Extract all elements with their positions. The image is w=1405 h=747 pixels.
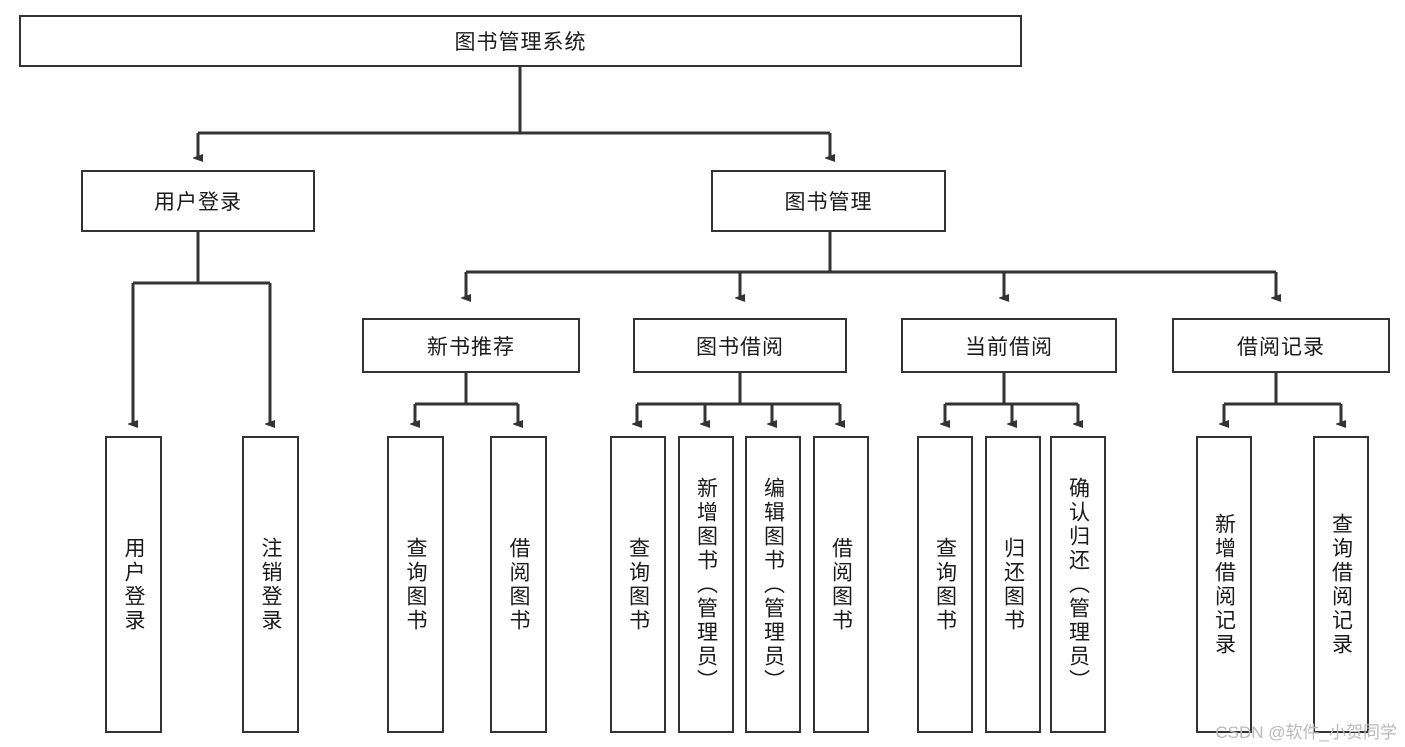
leaf-new-book-query[interactable]: 查询图书 — [387, 436, 444, 733]
leaf-label: 用户登录 — [122, 536, 145, 633]
leaf-label: 查询图书 — [933, 536, 957, 633]
leaf-label: 借阅图书 — [829, 536, 853, 633]
watermark: CSDN @软件_小贺同学 — [1215, 723, 1397, 742]
node-user-login[interactable]: 用户登录 — [81, 170, 315, 232]
leaf-label: 确认归还（管理员） — [1066, 476, 1090, 693]
leaf-record-add[interactable]: 新增借阅记录 — [1196, 436, 1252, 733]
node-new-book-recommend[interactable]: 新书推荐 — [362, 318, 580, 373]
leaf-label: 借阅图书 — [507, 536, 530, 633]
node-current-borrow[interactable]: 当前借阅 — [901, 318, 1117, 373]
leaf-borrow-query-book[interactable]: 查询图书 — [610, 436, 666, 733]
leaf-current-return-book[interactable]: 归还图书 — [985, 436, 1041, 733]
node-root-label: 图书管理系统 — [454, 31, 587, 54]
leaf-label: 查询借阅记录 — [1329, 512, 1353, 657]
leaf-user-login-logout[interactable]: 注销登录 — [242, 436, 299, 733]
leaf-user-login-login[interactable]: 用户登录 — [105, 436, 162, 733]
leaf-borrow-edit-book[interactable]: 编辑图书（管理员） — [745, 436, 801, 733]
node-user-login-label: 用户登录 — [154, 191, 242, 214]
leaf-label: 查询图书 — [626, 536, 650, 633]
node-new-book-recommend-label: 新书推荐 — [427, 335, 515, 359]
node-current-borrow-label: 当前借阅 — [965, 335, 1053, 359]
node-book-management-label: 图书管理 — [784, 191, 873, 214]
node-borrow-record-label: 借阅记录 — [1237, 335, 1325, 359]
leaf-label: 查询图书 — [404, 536, 427, 633]
leaf-borrow-borrow-book[interactable]: 借阅图书 — [813, 436, 869, 733]
leaf-label: 新增图书（管理员） — [694, 476, 718, 693]
leaf-current-query-book[interactable]: 查询图书 — [917, 436, 973, 733]
leaf-label: 新增借阅记录 — [1212, 512, 1236, 657]
leaf-label: 编辑图书（管理员） — [761, 476, 785, 693]
node-borrow-record[interactable]: 借阅记录 — [1172, 318, 1390, 373]
leaf-record-query[interactable]: 查询借阅记录 — [1313, 436, 1369, 733]
leaf-borrow-add-book[interactable]: 新增图书（管理员） — [678, 436, 734, 733]
leaf-current-confirm-return[interactable]: 确认归还（管理员） — [1050, 436, 1106, 733]
node-book-borrow[interactable]: 图书借阅 — [633, 318, 847, 373]
leaf-label: 归还图书 — [1001, 536, 1025, 633]
node-book-management[interactable]: 图书管理 — [711, 170, 946, 232]
leaf-new-book-borrow[interactable]: 借阅图书 — [490, 436, 547, 733]
node-book-borrow-label: 图书借阅 — [696, 335, 784, 359]
leaf-label: 注销登录 — [259, 536, 282, 633]
node-root[interactable]: 图书管理系统 — [19, 15, 1022, 67]
